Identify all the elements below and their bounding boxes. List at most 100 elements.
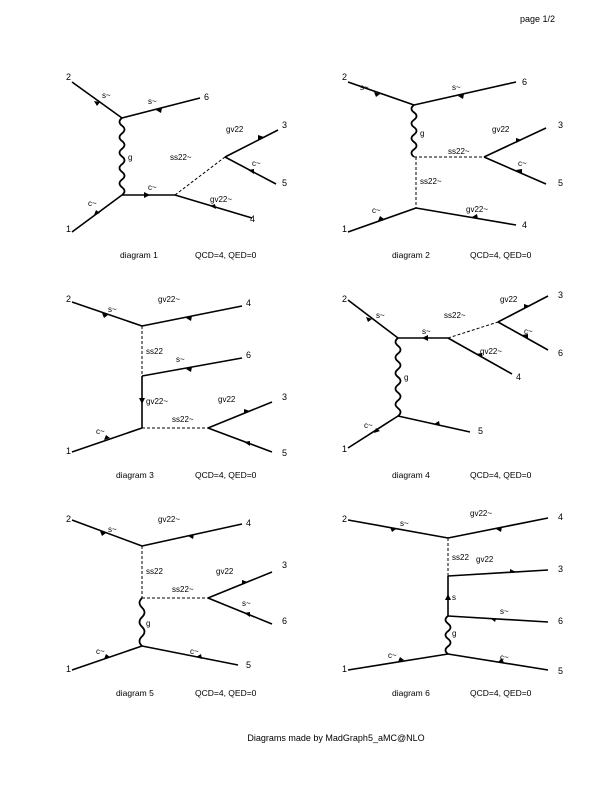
node-6: 5 <box>246 660 251 670</box>
node-1: 2 <box>342 514 347 524</box>
line-1 <box>71 427 143 453</box>
label-4: gv22 <box>476 555 494 564</box>
label-8: c~ <box>372 206 381 215</box>
label-7: ss22~ <box>172 415 194 424</box>
label-1: s~ <box>360 83 369 92</box>
label-9: c~ <box>190 647 199 656</box>
node-2: 4 <box>246 518 251 528</box>
line-3 <box>483 127 547 158</box>
label-6: gv22 <box>218 395 236 404</box>
label-5: gv22~ <box>146 397 168 406</box>
node-5-bottom-left: 1 <box>66 224 71 234</box>
dashed-ss22 <box>447 321 499 339</box>
feynman-diagram-4: 2 3 6 4 1 5 s~ s~ ss22~ gv22 c~ gv22~ g … <box>336 282 596 482</box>
label-2: s~ <box>452 83 461 92</box>
label-7: g <box>146 619 150 628</box>
diagram-6-graph: 2 4 3 6 1 5 s~ gv22~ ss22 gv22 s s~ g c~… <box>342 509 563 676</box>
label-5: ss22~ <box>448 147 470 156</box>
diagram-orders: QCD=4, QED=0 <box>470 250 532 260</box>
label-3: ss22 <box>146 567 163 576</box>
label-2: s~ <box>422 327 431 336</box>
label-9: gv22~ <box>210 195 232 204</box>
footer-credit: Diagrams made by MadGraph5_aMC@NLO <box>247 733 425 743</box>
label-8: c~ <box>96 427 105 436</box>
label-7: g <box>452 629 456 638</box>
line-2 <box>71 519 143 547</box>
line-3 <box>224 129 279 158</box>
diagram-1-graph: 2 6 3 5 1 4 s~ s~ g c~ c~ ss22~ gv22 c~ … <box>66 72 287 234</box>
label-6: gv22~ <box>480 347 502 356</box>
label-9: gv22~ <box>466 205 488 214</box>
label-1: s~ <box>108 305 117 314</box>
diagram-caption: diagram 4 <box>392 470 430 480</box>
line-s-6 <box>413 81 517 106</box>
node-4: 4 <box>516 372 521 382</box>
feynman-diagram-1: 2 6 3 5 1 4 s~ s~ g c~ c~ ss22~ gv22 c~ … <box>60 60 320 260</box>
label-3: g <box>420 129 424 138</box>
feynman-diagram-5: 2 4 3 6 1 5 s~ gv22~ ss22 ss22~ gv22 s~ … <box>60 502 320 702</box>
node-3: 6 <box>558 348 563 358</box>
diagram-4-graph: 2 3 6 4 1 5 s~ s~ ss22~ gv22 c~ gv22~ g … <box>342 290 563 454</box>
gluon-line <box>394 337 402 417</box>
label-8: c~ <box>96 647 105 656</box>
gluon-line <box>118 117 126 196</box>
label-4: s~ <box>176 355 185 364</box>
diagram-orders: QCD=4, QED=0 <box>195 688 257 698</box>
node-4-right-mid: 5 <box>558 178 563 188</box>
gluon-line <box>410 104 418 158</box>
node-6-bottom-right: 4 <box>250 214 255 224</box>
diagram-orders: QCD=4, QED=0 <box>195 250 257 260</box>
line-4 <box>447 517 549 539</box>
line-s-6 <box>121 97 201 119</box>
line-dashed-ss22 <box>174 156 226 196</box>
label-6: c~ <box>518 159 527 168</box>
node-4: 6 <box>282 616 287 626</box>
label-3: ss22 <box>146 347 163 356</box>
node-5: 1 <box>342 444 347 454</box>
node-6: 5 <box>558 666 563 676</box>
feynman-diagram-2: 2 6 3 5 1 4 s~ s~ g gv22 ss22~ c~ ss22~ … <box>336 60 596 260</box>
label-2: gv22~ <box>470 509 492 518</box>
line-6 <box>447 615 549 623</box>
node-3-right-upper: 3 <box>558 120 563 130</box>
label-4: gv22 <box>492 125 510 134</box>
diagram-3-graph: 2 4 6 3 5 1 s~ gv22~ ss22 s~ gv22~ gv22 … <box>66 294 287 458</box>
line-2 <box>347 519 449 539</box>
diagram-orders: QCD=4, QED=0 <box>470 470 532 480</box>
line-c-4 <box>415 207 517 226</box>
node-1: 2 <box>66 514 71 524</box>
label-2: gv22~ <box>158 295 180 304</box>
node-5: 1 <box>66 664 71 674</box>
node-5-bottom-left: 1 <box>342 224 347 234</box>
line-2 <box>71 301 143 327</box>
node-2: 4 <box>558 512 563 522</box>
node-1: 2 <box>342 294 347 304</box>
label-2: s~ <box>148 97 157 106</box>
label-1: s~ <box>400 519 409 528</box>
diagram-5-graph: 2 4 3 6 1 5 s~ gv22~ ss22 ss22~ gv22 s~ … <box>66 514 287 674</box>
diagram-caption: diagram 5 <box>116 688 154 698</box>
feynman-diagram-3: 2 4 6 3 5 1 s~ gv22~ ss22 s~ gv22~ gv22 … <box>60 282 320 482</box>
diagram-2-graph: 2 6 3 5 1 4 s~ s~ g gv22 ss22~ c~ ss22~ … <box>342 72 563 234</box>
label-7: g <box>404 373 408 382</box>
node-4: 6 <box>558 616 563 626</box>
gluon-line <box>138 597 146 647</box>
label-1: s~ <box>108 525 117 534</box>
label-7: ss22~ <box>420 177 442 186</box>
line-2-s <box>347 81 415 106</box>
line-3 <box>497 295 549 323</box>
node-1-top-left: 2 <box>66 72 71 82</box>
node-2-top-right: 6 <box>522 77 527 87</box>
node-3-right-upper: 3 <box>282 120 287 130</box>
node-4: 3 <box>282 392 287 402</box>
feynman-diagram-6: 2 4 3 6 1 5 s~ gv22~ ss22 gv22 s s~ g c~… <box>336 502 596 702</box>
node-4-right-mid: 5 <box>282 178 287 188</box>
node-2: 4 <box>246 298 251 308</box>
line-2-s <box>71 81 123 119</box>
label-6: s~ <box>242 599 251 608</box>
line-6 <box>207 597 273 625</box>
line-5 <box>207 427 273 453</box>
label-7: gv22 <box>226 125 244 134</box>
node-1: 2 <box>66 294 71 304</box>
diagram-caption: diagram 6 <box>392 688 430 698</box>
